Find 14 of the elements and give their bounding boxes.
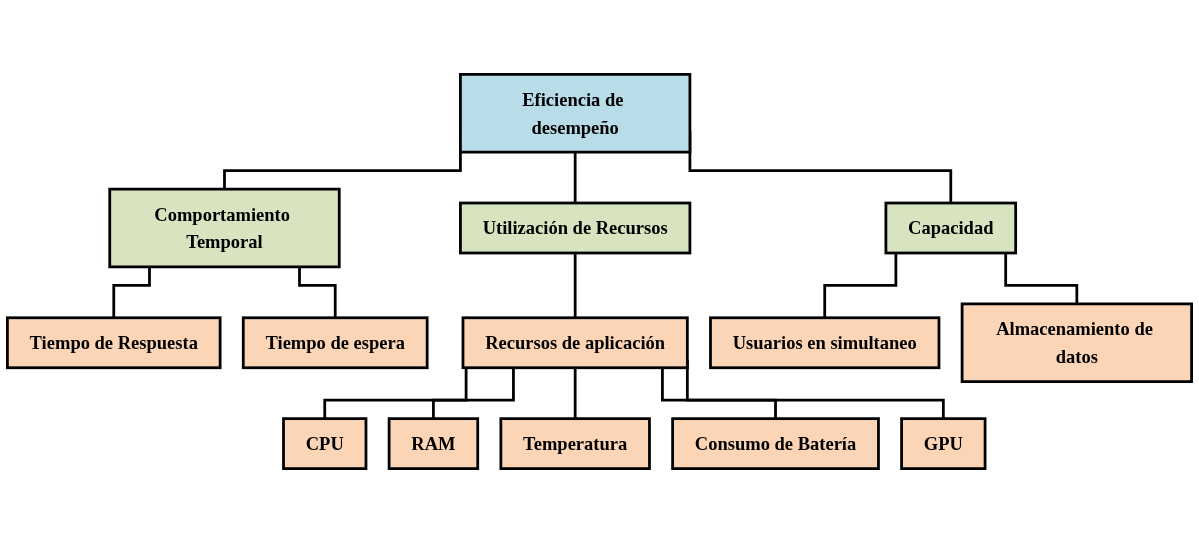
node-box: CPU [282,417,368,470]
node-box: Almacenamiento de datos [960,302,1193,383]
node-box: Capacidad [884,201,1018,255]
node-box: Tiempo de Respuesta [6,316,222,370]
node-box: Comportamiento Temporal [108,187,341,269]
node-box: Consumo de Batería [671,417,880,470]
node-box: Utilización de Recursos [459,201,692,255]
node-box: RAM [387,417,480,470]
node-box: Usuarios en simultaneo [709,316,941,370]
node-box: Temperatura [499,417,651,470]
node-box: Eficiencia de desempeño [459,73,692,154]
node-box: Recursos de aplicación [461,316,689,370]
node-box: Tiempo de espera [241,316,429,370]
node-box: GPU [900,417,987,470]
